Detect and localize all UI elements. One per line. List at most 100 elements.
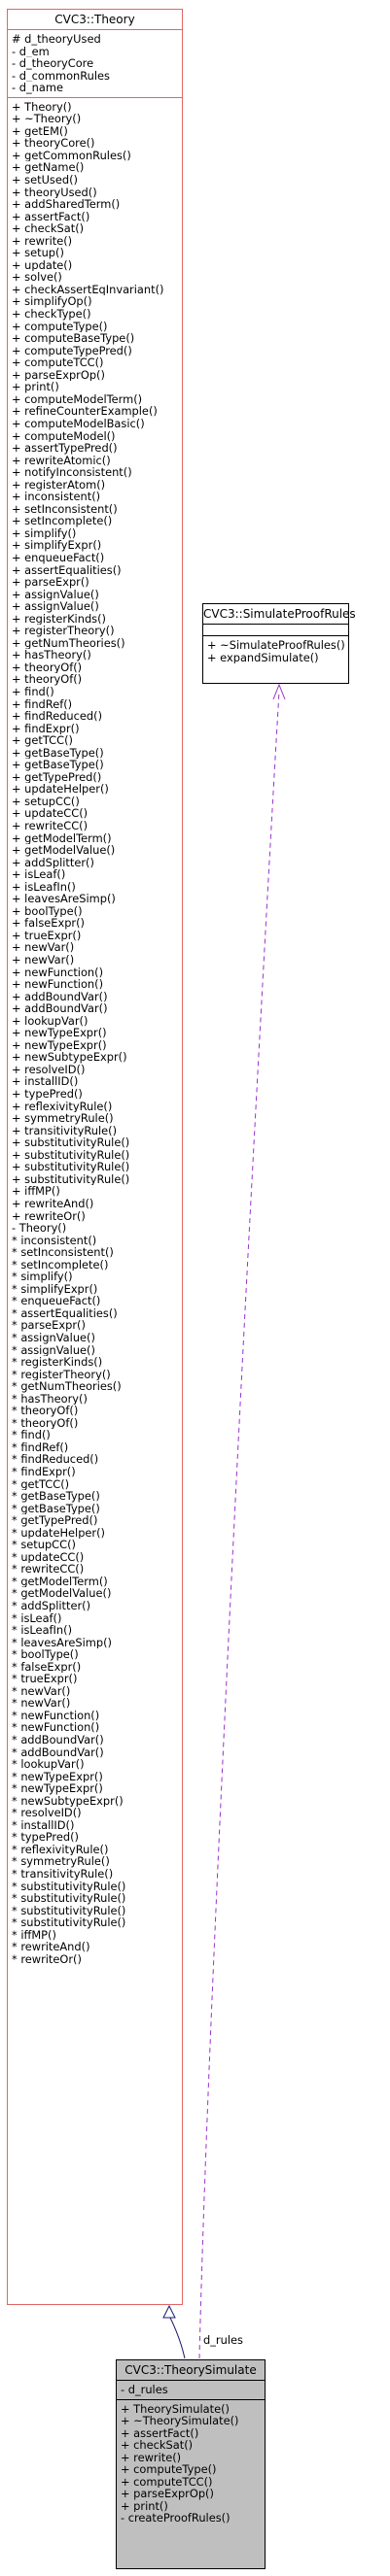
class-member: + theoryCore() [12, 137, 95, 150]
class-member: * resolveID() [12, 1807, 82, 1819]
inheritance-arrowhead [162, 2304, 176, 2319]
class-member: * setIncomplete() [12, 1258, 109, 1271]
association-label: d_rules [203, 2333, 243, 2347]
class-member: + theoryOf() [12, 673, 83, 686]
class-theory-title: CVC3::Theory [8, 10, 182, 30]
class-member: + registerAtom() [12, 478, 106, 491]
class-member: + newVar() [12, 941, 75, 955]
class-theory-methods: + Theory()+ ~Theory()+ getEM()+ theoryCo… [8, 98, 182, 1969]
class-member: + updateCC() [12, 807, 89, 820]
class-member: + isLeafIn() [12, 880, 76, 894]
class-member: * leavesAreSimp() [12, 1636, 112, 1649]
class-member: + assertFact() [121, 2426, 199, 2440]
class-member: # d_theoryUsed [12, 33, 101, 46]
class-member: + rewrite() [12, 234, 73, 248]
class-member: + rewrite() [121, 2451, 182, 2464]
class-member: * substitutivityRule() [12, 1880, 126, 1893]
class-member: * addSplitter() [12, 1600, 91, 1612]
class-member: + registerKinds() [12, 612, 106, 626]
class-member: + computeModel() [12, 429, 116, 443]
class-member: + computeType() [121, 2463, 217, 2476]
class-member: + falseExpr() [12, 917, 86, 930]
class-member: * newVar() [12, 1697, 71, 1710]
inheritance-edge [168, 2315, 186, 2359]
class-member: + addBoundVar() [12, 990, 108, 1003]
class-member: * falseExpr() [12, 1660, 82, 1674]
class-member: + findReduced() [12, 710, 103, 723]
class-member: + getTCC() [12, 734, 73, 747]
class-member: * isLeaf() [12, 1611, 62, 1625]
class-member: + simplifyExpr() [12, 539, 102, 552]
class-member: * registerTheory() [12, 1368, 111, 1381]
class-member: + refineCounterExample() [12, 405, 158, 418]
class-member: - Theory() [12, 1222, 67, 1235]
class-member: + ~TheorySimulate() [121, 2415, 239, 2427]
class-simulate-proof-rules-attributes [203, 625, 348, 636]
class-theory-simulate-attributes: - d_rules [117, 2381, 265, 2400]
class-member: * find() [12, 1429, 51, 1441]
class-member: + assertEqualities() [12, 563, 122, 577]
class-member: + computeModelTerm() [12, 392, 143, 406]
class-member: + typePred() [12, 1088, 83, 1101]
class-member: + substitutivityRule() [12, 1148, 130, 1162]
class-member: + ~Theory() [12, 113, 82, 125]
class-member: + theoryUsed() [12, 186, 97, 199]
class-member: + registerTheory() [12, 625, 115, 637]
class-member: + notifyInconsistent() [12, 466, 132, 479]
class-member: + newFunction() [12, 978, 104, 991]
association-edge [198, 691, 280, 2359]
class-theory-simulate-methods: + TheorySimulate()+ ~TheorySimulate()+ a… [117, 2400, 265, 2527]
class-member: * typePred() [12, 1831, 79, 1844]
class-member: + newFunction() [12, 966, 104, 979]
class-member: + leavesAreSimp() [12, 893, 116, 905]
class-member: + substitutivityRule() [12, 1161, 130, 1173]
class-member: * substitutivityRule() [12, 1892, 126, 1905]
class-member: * boolType() [12, 1648, 79, 1661]
class-member: * symmetryRule() [12, 1855, 110, 1869]
class-member: + computeBaseType() [12, 332, 135, 345]
class-member: * registerKinds() [12, 1356, 103, 1369]
class-member: + substitutivityRule() [12, 1136, 130, 1149]
class-member: * installID() [12, 1818, 75, 1832]
class-member: + computeTypePred() [12, 344, 132, 357]
class-member: * transitivityRule() [12, 1868, 114, 1881]
class-member: * theoryOf() [12, 1405, 79, 1417]
class-member: + getBaseType() [12, 746, 104, 760]
class-member: + boolType() [12, 904, 83, 918]
class-member: + addBoundVar() [12, 1002, 108, 1015]
class-member: + checkAssertEqInvariant() [12, 283, 164, 296]
class-theory[interactable]: CVC3::Theory # d_theoryUsed- d_em- d_the… [7, 9, 183, 2305]
class-member: * iffMP() [12, 1928, 56, 1942]
class-member: + assignValue() [12, 600, 99, 613]
class-member: * getModelValue() [12, 1587, 112, 1600]
class-member: + find() [12, 685, 54, 698]
class-member: * addBoundVar() [12, 1734, 104, 1746]
class-member: + checkSat() [12, 222, 85, 235]
class-member: + computeTCC() [12, 356, 104, 369]
class-member: * newSubtypeExpr() [12, 1794, 124, 1808]
class-member: + computeType() [12, 320, 108, 333]
class-member: * trueExpr() [12, 1673, 78, 1685]
class-simulate-proof-rules[interactable]: CVC3::SimulateProofRules + ~SimulateProo… [202, 603, 356, 684]
class-member: * rewriteAnd() [12, 1941, 90, 1953]
class-member: + getEM() [12, 124, 68, 138]
class-member: + checkSat() [121, 2439, 194, 2452]
class-member: + getName() [12, 161, 85, 175]
class-simulate-proof-rules-methods: + ~SimulateProofRules()+ expandSimulate(… [203, 636, 348, 666]
class-member: * reflexivityRule() [12, 1843, 109, 1856]
class-member: - d_name [12, 82, 63, 94]
class-member: + expandSimulate() [207, 651, 319, 664]
class-member: + isLeaf() [12, 868, 66, 881]
class-theory-simulate[interactable]: CVC3::TheorySimulate - d_rules + TheoryS… [116, 2359, 266, 2569]
class-member: + getCommonRules() [12, 149, 131, 162]
class-member: + setup() [12, 247, 64, 259]
class-member: + findRef() [12, 697, 73, 711]
class-member: * newTypeExpr() [12, 1770, 103, 1783]
class-member: * simplifyExpr() [12, 1282, 98, 1296]
class-member: * substitutivityRule() [12, 1904, 126, 1917]
class-member: + update() [12, 258, 73, 272]
class-member: + newVar() [12, 954, 75, 966]
class-member: + getTypePred() [12, 770, 102, 784]
class-member: * simplify() [12, 1271, 73, 1283]
